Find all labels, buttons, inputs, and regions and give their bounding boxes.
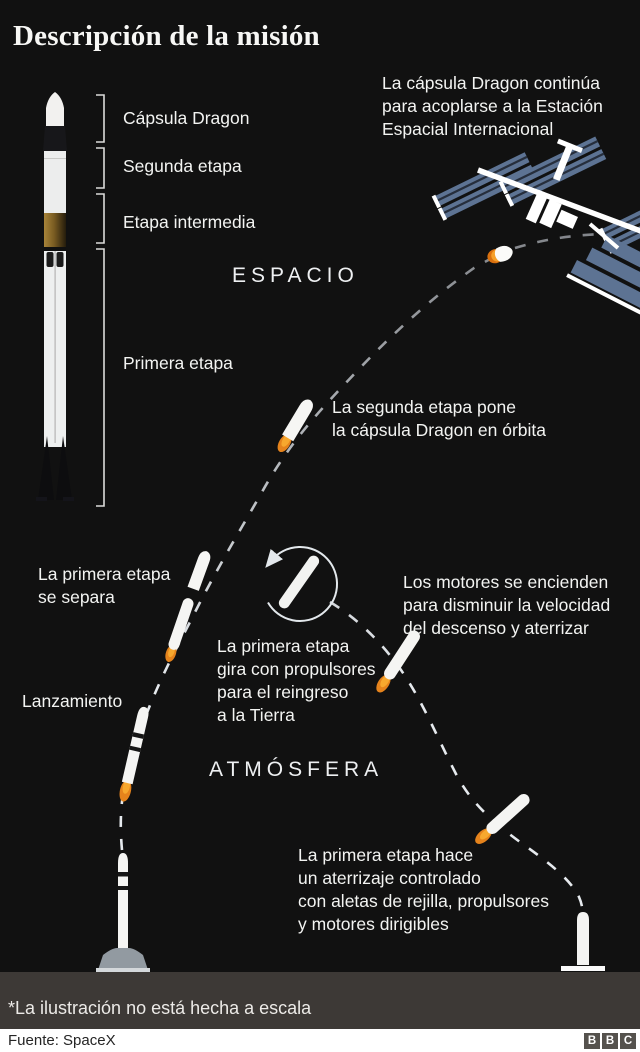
annotation-line: para el reingreso bbox=[217, 682, 349, 702]
iss-arm bbox=[588, 222, 620, 250]
rocket-seam bbox=[54, 251, 56, 443]
rocket-landing-leg bbox=[56, 436, 72, 500]
label-second-stage: Segunda etapa bbox=[123, 156, 242, 176]
separated-first-stage-icon bbox=[165, 598, 194, 662]
section-brackets bbox=[96, 94, 105, 507]
rocket-foot bbox=[63, 497, 74, 501]
bracket-second-stage bbox=[96, 147, 105, 189]
scale-footnote: *La ilustración no está hecha a escala bbox=[8, 998, 312, 1018]
iss-mast bbox=[553, 138, 583, 182]
zone-label-space: ESPACIO bbox=[232, 264, 359, 287]
landing-pad-line bbox=[561, 966, 605, 971]
annotation-flip: La primera etapa gira con propulsores pa… bbox=[217, 635, 376, 727]
bracket-interstage bbox=[96, 193, 105, 244]
annotation-line: la cápsula Dragon en órbita bbox=[332, 420, 547, 440]
source-credit: Fuente: SpaceX bbox=[8, 1032, 116, 1049]
descent-flight-path bbox=[329, 600, 585, 923]
annotation-line: Espacial Internacional bbox=[382, 119, 554, 139]
landed-stage-icon bbox=[577, 912, 589, 965]
counterclockwise-arrow-icon bbox=[265, 546, 339, 622]
label-first-stage: Primera etapa bbox=[123, 353, 233, 373]
rocket-landing-leg bbox=[38, 436, 54, 500]
ground-band: *La ilustración no está hecha a escala bbox=[0, 972, 640, 1029]
bbc-logo-letter: B bbox=[584, 1032, 600, 1049]
annotation-launch: Lanzamiento bbox=[22, 691, 123, 711]
separated-second-stage-icon bbox=[187, 551, 211, 591]
iss-modules bbox=[525, 189, 578, 229]
rocket-panel-line bbox=[44, 158, 66, 159]
annotation-line: Los motores se encienden bbox=[403, 572, 609, 592]
rocket-nose-cone bbox=[46, 92, 64, 126]
annotation-line: un aterrizaje controlado bbox=[298, 868, 481, 888]
annotation-line: y motores dirigibles bbox=[298, 914, 449, 934]
iss-solar-wing-near bbox=[566, 235, 640, 327]
annotation-line: del descenso y aterrizar bbox=[403, 618, 589, 638]
rocket-band bbox=[44, 247, 66, 251]
annotation-line: La primera etapa bbox=[38, 564, 171, 584]
zone-label-atmosphere: ATMÓSFERA bbox=[209, 758, 384, 781]
annotation-line: La primera etapa hace bbox=[298, 845, 474, 865]
second-stage-burn-icon bbox=[277, 399, 313, 453]
label-interstage: Etapa intermedia bbox=[123, 212, 256, 232]
annotation-iss: La cápsula Dragon continúa para acoplars… bbox=[382, 72, 603, 141]
bbc-logo-letter: B bbox=[602, 1032, 618, 1049]
launch-pad-base bbox=[96, 968, 150, 974]
bbc-logo-letter: C bbox=[620, 1032, 636, 1049]
annotation-landing: La primera etapa hace un aterrizaje cont… bbox=[298, 844, 549, 936]
rocket-interstage bbox=[44, 213, 66, 247]
annotation-line: se separa bbox=[38, 587, 115, 607]
launchpad-rocket-icon bbox=[96, 853, 150, 974]
space-station-illustration bbox=[431, 136, 640, 327]
rocket-folded-leg bbox=[46, 252, 54, 267]
annotation-orbit: La segunda etapa pone la cápsula Dragon … bbox=[332, 396, 546, 442]
annotation-line: La cápsula Dragon continúa bbox=[382, 73, 600, 93]
bracket-first-stage bbox=[96, 248, 105, 507]
annotation-burn: Los motores se encienden para disminuir … bbox=[403, 571, 610, 640]
rocket-foot bbox=[36, 497, 47, 501]
annotation-line: La segunda etapa pone bbox=[332, 397, 516, 417]
annotation-separation: La primera etapa se separa bbox=[38, 563, 170, 609]
bracket-capsule bbox=[96, 94, 105, 143]
falcon9-rocket-illustration bbox=[36, 92, 74, 501]
annotation-line: para disminuir la velocidad bbox=[403, 595, 611, 615]
annotation-line: a la Tierra bbox=[217, 705, 295, 725]
annotation-line: La primera etapa bbox=[217, 636, 350, 656]
footer: Fuente: SpaceX B B C bbox=[0, 1029, 640, 1052]
page-title: Descripción de la misión bbox=[13, 20, 320, 52]
annotation-line: gira con propulsores bbox=[217, 659, 376, 679]
annotation-line: para acoplarse a la Estación bbox=[382, 96, 603, 116]
rocket-folded-leg bbox=[56, 252, 64, 267]
bbc-logo: B B C bbox=[584, 1032, 636, 1049]
iss-truss bbox=[477, 167, 640, 234]
flipping-stage-icon bbox=[278, 555, 320, 609]
dragon-capsule-icon bbox=[487, 245, 513, 264]
rocket-second-stage bbox=[44, 151, 66, 213]
label-capsule: Cápsula Dragon bbox=[123, 108, 250, 128]
landing-burn-stage-icon bbox=[475, 793, 530, 844]
launch-pad-mount bbox=[98, 948, 148, 970]
entry-burn-stage-icon bbox=[376, 630, 420, 693]
rocket-trunk bbox=[43, 126, 67, 151]
ascending-rocket-icon bbox=[119, 706, 149, 802]
annotation-line: con aletas de rejilla, propulsores bbox=[298, 891, 549, 911]
